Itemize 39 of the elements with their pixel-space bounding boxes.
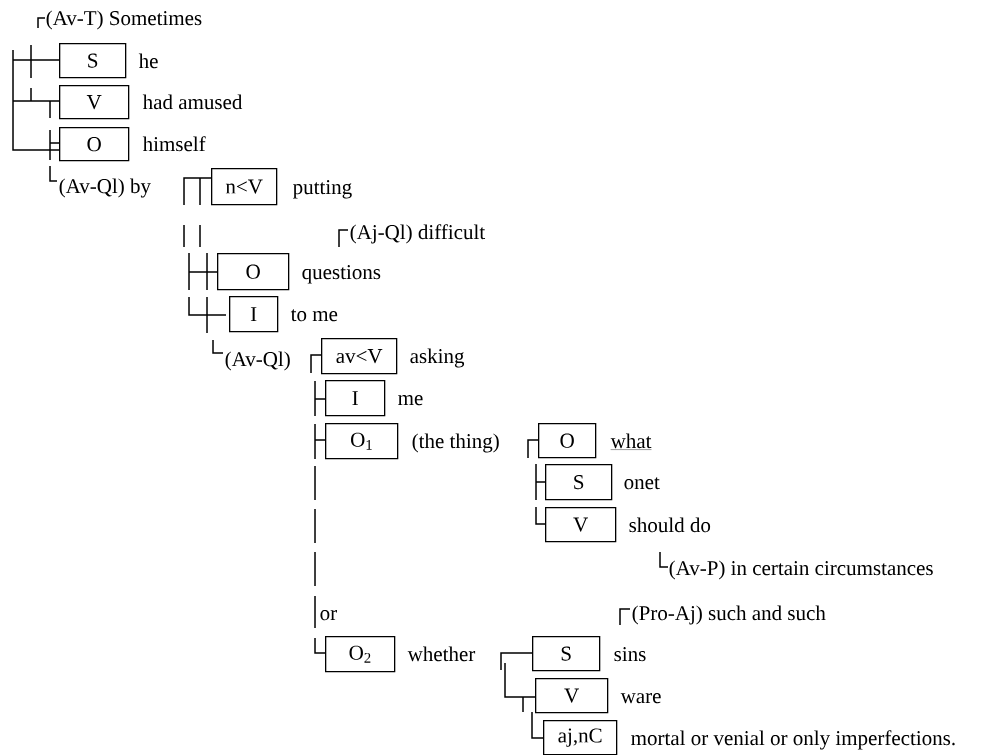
word-label: me: [398, 395, 423, 406]
tag-box: S: [532, 636, 601, 672]
word-label: onet: [624, 477, 660, 490]
tag-box: V: [535, 678, 609, 714]
tag-box: V: [59, 85, 130, 120]
word-label: asking: [410, 348, 465, 368]
modifier-label: (Aj-Ql) difficult: [350, 224, 486, 244]
word-label: putting: [293, 180, 352, 199]
modifier-label: (Av-P) in certain circumstances: [669, 560, 933, 580]
modifier-label: (Pro-Aj) such and such: [632, 605, 826, 625]
tag-box: O$_{2}$: [325, 636, 396, 673]
tag-box: O: [538, 423, 597, 459]
word-label: questions: [302, 265, 381, 284]
tag-box: n<V: [211, 168, 278, 206]
tag-box: S: [59, 43, 127, 79]
tag-box: O: [59, 127, 130, 162]
modifier-label: or: [320, 610, 337, 621]
word-label: to me: [290, 309, 338, 322]
word-label: should do: [629, 517, 711, 533]
word-label: he: [138, 53, 158, 69]
word-label: himself: [142, 136, 206, 152]
word-label: mortal or venial or only imperfections.: [631, 730, 955, 750]
modifier-label: (Av-Ql) by: [59, 178, 151, 198]
tag-box: I: [325, 380, 386, 417]
modifier-label: (Av-T) Sometimes: [46, 10, 202, 30]
word-label: had amused: [142, 94, 243, 110]
word-label: what: [610, 433, 652, 450]
tag-box: I: [229, 296, 279, 333]
word-label: whether: [407, 646, 476, 662]
tag-box: O: [217, 253, 290, 291]
tag-box: aj,nC: [543, 720, 618, 755]
word-label: ware: [620, 693, 661, 704]
word-label: sins: [614, 647, 646, 662]
tag-box: V: [545, 507, 617, 543]
tag-box: av<V: [321, 338, 398, 375]
tag-box: S: [545, 464, 613, 501]
tag-box: O$_{1}$: [325, 423, 399, 460]
word-label: (the thing): [412, 433, 499, 453]
modifier-label: (Av-Ql): [225, 351, 290, 371]
